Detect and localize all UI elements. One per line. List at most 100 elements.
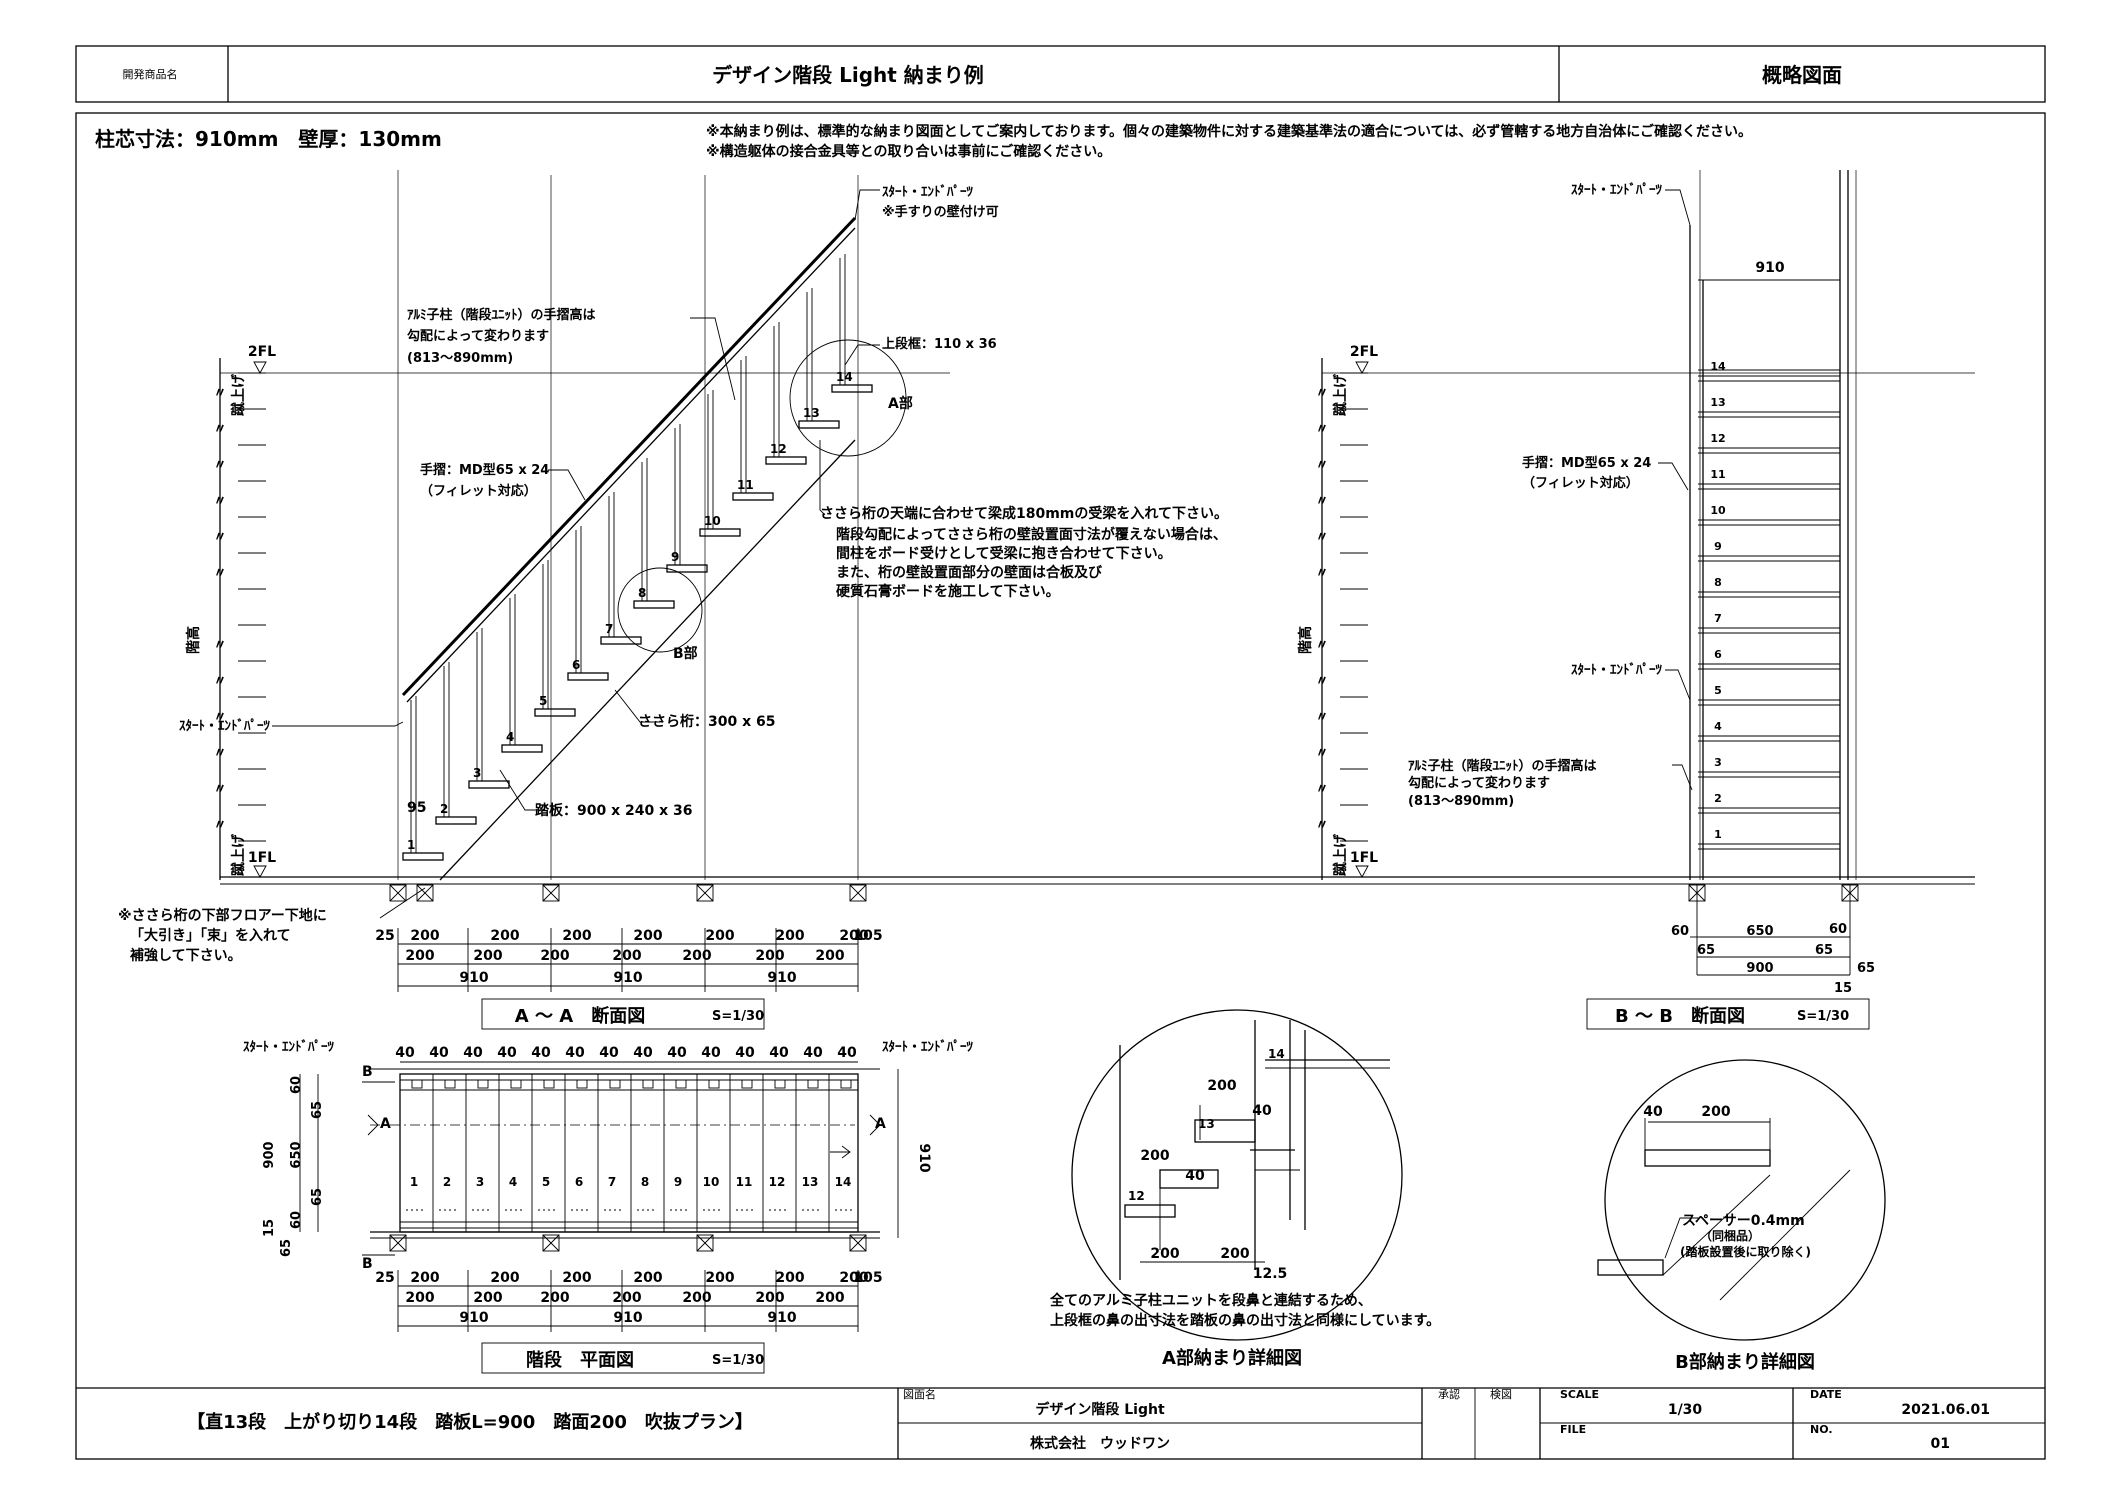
plan-dim-40: 40 <box>769 1045 789 1061</box>
rise-repeat-mark: 〃 <box>1315 710 1328 725</box>
floor-height-label-b: 階高 <box>1297 626 1314 654</box>
detail-a-12-5: 12.5 <box>1253 1266 1288 1282</box>
dim-text: 200 <box>815 948 844 964</box>
plan-dim-910: 910 <box>916 1143 932 1172</box>
start-end-parts-mid-b: ｽﾀｰﾄ・ｴﾝﾄﾞﾊﾟｰﾂ <box>1571 662 1663 678</box>
post-mark <box>849 884 867 902</box>
detail-b-circle <box>617 567 703 653</box>
rise-ticks: 〃〃〃〃〃〃〃〃〃〃〃〃 <box>213 372 266 878</box>
baluster-note-3: (813～890mm) <box>407 351 513 366</box>
rise-repeat-mark: 〃 <box>213 674 226 689</box>
plan-dim-40: 40 <box>633 1045 653 1061</box>
support-posts-b <box>1688 884 1859 902</box>
plan-step-number: 4 <box>509 1175 517 1189</box>
section-bb: 2FL 1FL 階高 蹴上げ 蹴上げ 〃〃〃〃〃〃〃〃〃〃〃〃 12345678… <box>1297 170 1975 1030</box>
dim-text: 200 <box>490 1270 519 1286</box>
step-number-b: 4 <box>1714 720 1722 733</box>
tread <box>600 636 642 645</box>
rise-label-bottom: 蹴上げ <box>230 833 247 876</box>
plan-start-end-right: ｽﾀｰﾄ・ｴﾝﾄﾞﾊﾟｰﾂ <box>882 1039 974 1055</box>
plan-dim-40: 40 <box>735 1045 755 1061</box>
tread <box>831 384 873 393</box>
tread <box>501 744 543 753</box>
step-number-b: 11 <box>1710 468 1725 481</box>
beam-note-3: 間柱をボード受けとして受梁に抱き合わせて下さい。 <box>836 545 1172 562</box>
step-number-b: 5 <box>1714 684 1722 697</box>
post-mark <box>696 1234 714 1252</box>
rise-label-top: 蹴上げ <box>230 373 247 416</box>
rise-repeat-mark: 〃 <box>213 422 226 437</box>
approval-label: 承認 <box>1438 1387 1460 1401</box>
post-mark <box>542 884 560 902</box>
dim-text: 200 <box>775 928 804 944</box>
dim-text: 200 <box>775 1270 804 1286</box>
check-label: 検図 <box>1490 1387 1512 1401</box>
detail-b-40: 40 <box>1643 1104 1663 1120</box>
cut-b-bottom: B <box>362 1256 373 1272</box>
plan-dim-65-top: 65 <box>310 1101 325 1119</box>
part-b-label: B部 <box>673 645 698 662</box>
tread <box>699 528 741 537</box>
plan-step-number: 14 <box>835 1175 852 1189</box>
plan-dim-40: 40 <box>463 1045 483 1061</box>
detail-a-caption: A部納まり詳細図 <box>1162 1347 1302 1369</box>
note-line-1: ※本納まり例は、標準的な納まり図面としてご案内しております。個々の建築物件に対す… <box>706 123 1752 140</box>
plan-step-number: 9 <box>674 1175 682 1189</box>
plan-outline <box>399 1073 859 1233</box>
dim-text: 200 <box>705 928 734 944</box>
plan-dim-40: 40 <box>531 1045 551 1061</box>
scale-bb: S=1/30 <box>1797 1009 1849 1024</box>
rise-repeat-mark: 〃 <box>213 494 226 509</box>
label-2fl-b: 2FL <box>1350 344 1378 360</box>
dim-text: 200 <box>405 1290 434 1306</box>
plan-step-number: 3 <box>476 1175 484 1189</box>
tread-label: 踏板：900 x 240 x 36 <box>535 802 693 819</box>
part-a-label: A部 <box>888 395 913 412</box>
drawing-name-label: 図面名 <box>903 1387 936 1401</box>
label-1fl-b: 1FL <box>1350 850 1378 866</box>
detail-a-200-4: 200 <box>1220 1246 1249 1262</box>
dim-text: 200 <box>682 948 711 964</box>
rise-label-top-b: 蹴上げ <box>1332 373 1349 416</box>
plan-step-number: 12 <box>769 1175 786 1189</box>
detail-a-40-1: 40 <box>1252 1103 1272 1119</box>
dim-text: 200 <box>540 948 569 964</box>
dim-text: 200 <box>405 948 434 964</box>
handrail-label-b-2: （フィレット対応） <box>1522 475 1639 491</box>
step-number-b: 14 <box>1710 360 1726 373</box>
rise-repeat-mark: 〃 <box>1315 494 1328 509</box>
tread <box>732 492 774 501</box>
step-number-b: 1 <box>1714 828 1722 841</box>
dim-text: 200 <box>612 948 641 964</box>
dim-text: 200 <box>839 928 868 944</box>
plan-bracket <box>675 1079 687 1089</box>
plan-step-number: 6 <box>575 1175 583 1189</box>
step-number-b: 12 <box>1710 432 1725 445</box>
rise-repeat-mark: 〃 <box>1315 674 1328 689</box>
rise-repeat-mark: 〃 <box>1315 746 1328 761</box>
rise-repeat-mark: 〃 <box>1315 566 1328 581</box>
rise-repeat-mark: 〃 <box>1315 530 1328 545</box>
dim-text: 200 <box>755 948 784 964</box>
detail-a-200-1: 200 <box>1207 1078 1236 1094</box>
stringer-line <box>439 439 856 881</box>
dim-bb-60-right: 60 <box>1829 922 1847 937</box>
rise-repeat-mark: 〃 <box>1315 386 1328 401</box>
plan-step-number: 8 <box>641 1175 649 1189</box>
post-mark <box>542 1234 560 1252</box>
rise-repeat-mark: 〃 <box>213 638 226 653</box>
rise-repeat-mark: 〃 <box>1315 422 1328 437</box>
plan-dim-900: 900 <box>262 1141 277 1168</box>
scale-label: SCALE <box>1560 1388 1599 1401</box>
rise-repeat-mark: 〃 <box>213 386 226 401</box>
dimensions-heading: 柱芯寸法：910mm 壁厚：130mm <box>95 127 442 151</box>
rise-repeat-mark: 〃 <box>1315 818 1328 833</box>
stringer-label: ささら桁：300 x 65 <box>638 713 775 730</box>
dim-bb-65-right: 65 <box>1815 943 1833 958</box>
detail-a-13: 13 <box>1198 1117 1215 1131</box>
no-value: 01 <box>1931 1436 1950 1452</box>
